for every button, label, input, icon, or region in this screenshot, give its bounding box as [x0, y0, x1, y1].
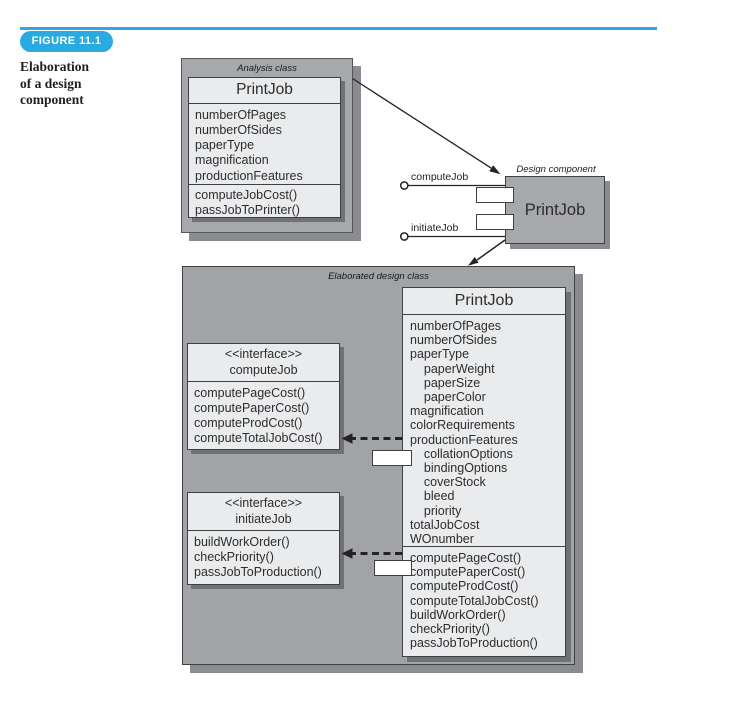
provided-interface-label-initiatejob: initiateJob: [411, 221, 459, 234]
interface-box-computejob: <<interface>> computeJob computePageCost…: [187, 343, 340, 450]
interface-stereotype: <<interface>>: [224, 347, 303, 361]
attribute-line: productionFeatures: [195, 168, 303, 183]
component-port-icon: [476, 187, 514, 203]
attribute-line: coverStock: [410, 475, 486, 490]
method-line: passJobToProduction(): [410, 636, 538, 651]
design-component-label: Design component: [516, 163, 596, 175]
component-port-icon: [476, 214, 514, 230]
attribute-line: paperWeight: [410, 361, 495, 376]
interface-methods: buildWorkOrder()checkPriority()passJobTo…: [188, 531, 339, 584]
design-component-box: PrintJob: [505, 176, 605, 244]
method-line: computeTotalJobCost(): [194, 431, 323, 445]
method-line: computeJobCost(): [195, 188, 298, 202]
method-line: checkPriority(): [194, 550, 274, 564]
figure-caption-line: of a design: [20, 75, 82, 91]
elaborated-class-title: PrintJob: [403, 288, 565, 315]
method-line: passJobToPrinter(): [195, 202, 300, 217]
attribute-line: numberOfSides: [195, 122, 282, 137]
analysis-class-title: PrintJob: [189, 78, 340, 104]
interface-header: <<interface>> initiateJob: [188, 493, 339, 531]
interface-name: computeJob: [229, 362, 298, 377]
attribute-line: priority: [410, 503, 462, 518]
interface-header: <<interface>> computeJob: [188, 344, 339, 382]
attribute-line: bleed: [410, 489, 455, 504]
component-port-icon: [372, 450, 412, 466]
attribute-line: bindingOptions: [410, 461, 508, 476]
attribute-line: colorRequirements: [410, 418, 515, 433]
analysis-class-methods: computeJobCost()passJobToPrinter(): [189, 185, 340, 217]
method-line: computeProdCost(): [194, 416, 303, 430]
attribute-line: totalJobCost: [410, 517, 480, 532]
method-line: computePageCost(): [194, 386, 306, 400]
interface-box-initiatejob: <<interface>> initiateJob buildWorkOrder…: [187, 492, 340, 585]
analysis-panel-label: Analysis class: [237, 63, 297, 74]
method-line: computePageCost(): [410, 551, 522, 565]
method-line: computePaperCost(): [410, 565, 526, 580]
analysis-to-component-arrow: [352, 77, 501, 175]
provided-interface-label-computejob: computeJob: [411, 170, 469, 183]
method-line: computePaperCost(): [194, 401, 310, 415]
interface-methods: computePageCost()computePaperCost()compu…: [188, 382, 339, 449]
method-line: buildWorkOrder(): [410, 607, 506, 622]
attribute-line: paperColor: [410, 390, 486, 405]
lollipop-initiatejob-icon: [399, 232, 505, 241]
method-line: computeProdCost(): [410, 579, 519, 594]
figure-caption-line: component: [20, 92, 84, 107]
elaborated-class-methods: computePageCost()computePaperCost()compu…: [403, 547, 565, 656]
attribute-line: paperType: [195, 138, 255, 153]
method-line: passJobToProduction(): [194, 565, 322, 579]
attribute-line: numberOfPages: [410, 319, 502, 333]
interface-stereotype: <<interface>>: [224, 496, 303, 510]
elaborated-panel-label: Elaborated design class: [328, 271, 429, 282]
attribute-line: collationOptions: [410, 446, 513, 461]
attribute-line: magnification: [410, 404, 484, 419]
attribute-line: paperType: [410, 347, 470, 362]
attribute-line: numberOfPages: [195, 107, 287, 122]
method-line: checkPriority(): [410, 622, 490, 637]
attribute-line: magnification: [195, 153, 269, 168]
attribute-line: numberOfSides: [410, 333, 497, 348]
figure-badge: FIGURE 11.1: [20, 30, 113, 52]
component-to-elaborated-arrow: [468, 239, 506, 266]
figure-caption-line: Elaboration: [20, 59, 90, 74]
method-line: computeTotalJobCost(): [410, 593, 539, 608]
accent-rule: [20, 27, 657, 30]
attribute-line: WOnumber: [410, 532, 474, 547]
component-port-icon: [374, 560, 412, 576]
method-line: buildWorkOrder(): [194, 535, 290, 549]
attribute-line: paperSize: [410, 375, 481, 390]
interface-name: initiateJob: [235, 511, 292, 526]
attribute-line: productionFeatures: [410, 432, 518, 447]
